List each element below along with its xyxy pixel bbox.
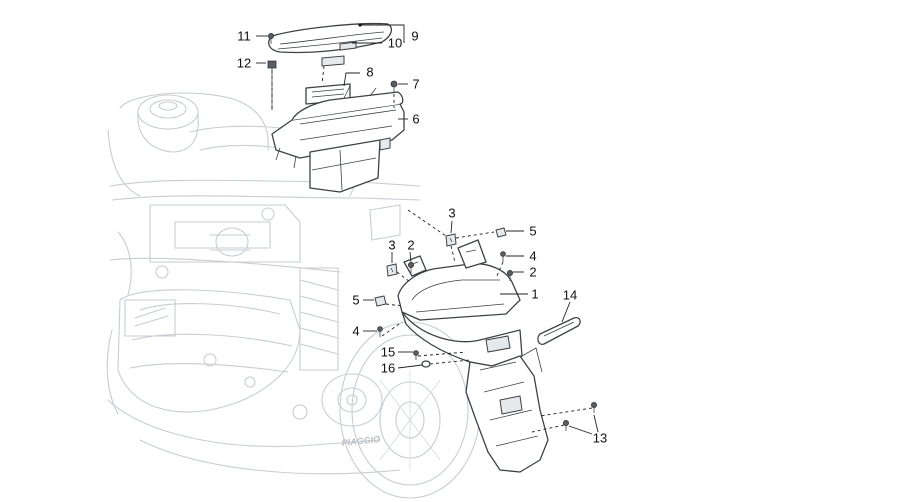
part-screw-2a	[407, 261, 414, 273]
callout-10: 10	[387, 35, 403, 51]
callout-5a: 5	[529, 223, 537, 239]
part-screw-4b	[377, 326, 383, 337]
callout-11: 11	[237, 28, 251, 44]
part-nut-5b	[374, 295, 387, 307]
callout-6: 6	[412, 111, 420, 127]
part-screw-13a	[591, 401, 598, 413]
part-nut-5a	[495, 227, 507, 238]
leader-lines	[256, 23, 599, 435]
part-clip-3b	[386, 263, 398, 277]
part-screw-4a	[500, 251, 506, 262]
part-reflector-14	[537, 316, 581, 345]
callout-4a: 4	[529, 248, 537, 264]
callout-5b: 5	[352, 292, 360, 308]
scooter-ghost-outline	[106, 92, 481, 499]
part-screw-11	[267, 33, 274, 44]
part-clip-3a	[445, 233, 457, 247]
callout-8: 8	[366, 64, 374, 80]
callout-1: 1	[531, 286, 539, 302]
callout-2b: 2	[529, 264, 537, 280]
callout-9: 9	[411, 28, 419, 44]
piaggio-logo: PIAGGIO	[341, 434, 380, 448]
part-glovebox-lid	[268, 22, 393, 54]
assembly-guide-lines	[271, 65, 593, 433]
part-rear-fender	[397, 239, 549, 473]
part-label-plate-8	[305, 55, 351, 105]
callout-12: 12	[236, 55, 252, 71]
part-screw-2b	[506, 269, 513, 281]
part-bolt-15	[413, 350, 419, 360]
part-screw-13b	[563, 419, 570, 431]
callout-14: 14	[562, 287, 578, 303]
part-helmet-compartment	[271, 85, 405, 193]
callout-15: 15	[380, 344, 396, 360]
callout-3a: 3	[448, 205, 456, 221]
part-washer-16	[421, 360, 431, 368]
callout-2a: 2	[407, 237, 415, 253]
callout-16: 16	[380, 360, 396, 376]
callout-4b: 4	[352, 323, 360, 339]
callout-7: 7	[412, 76, 420, 92]
callout-3b: 3	[388, 237, 396, 253]
callout-13: 13	[592, 430, 608, 446]
